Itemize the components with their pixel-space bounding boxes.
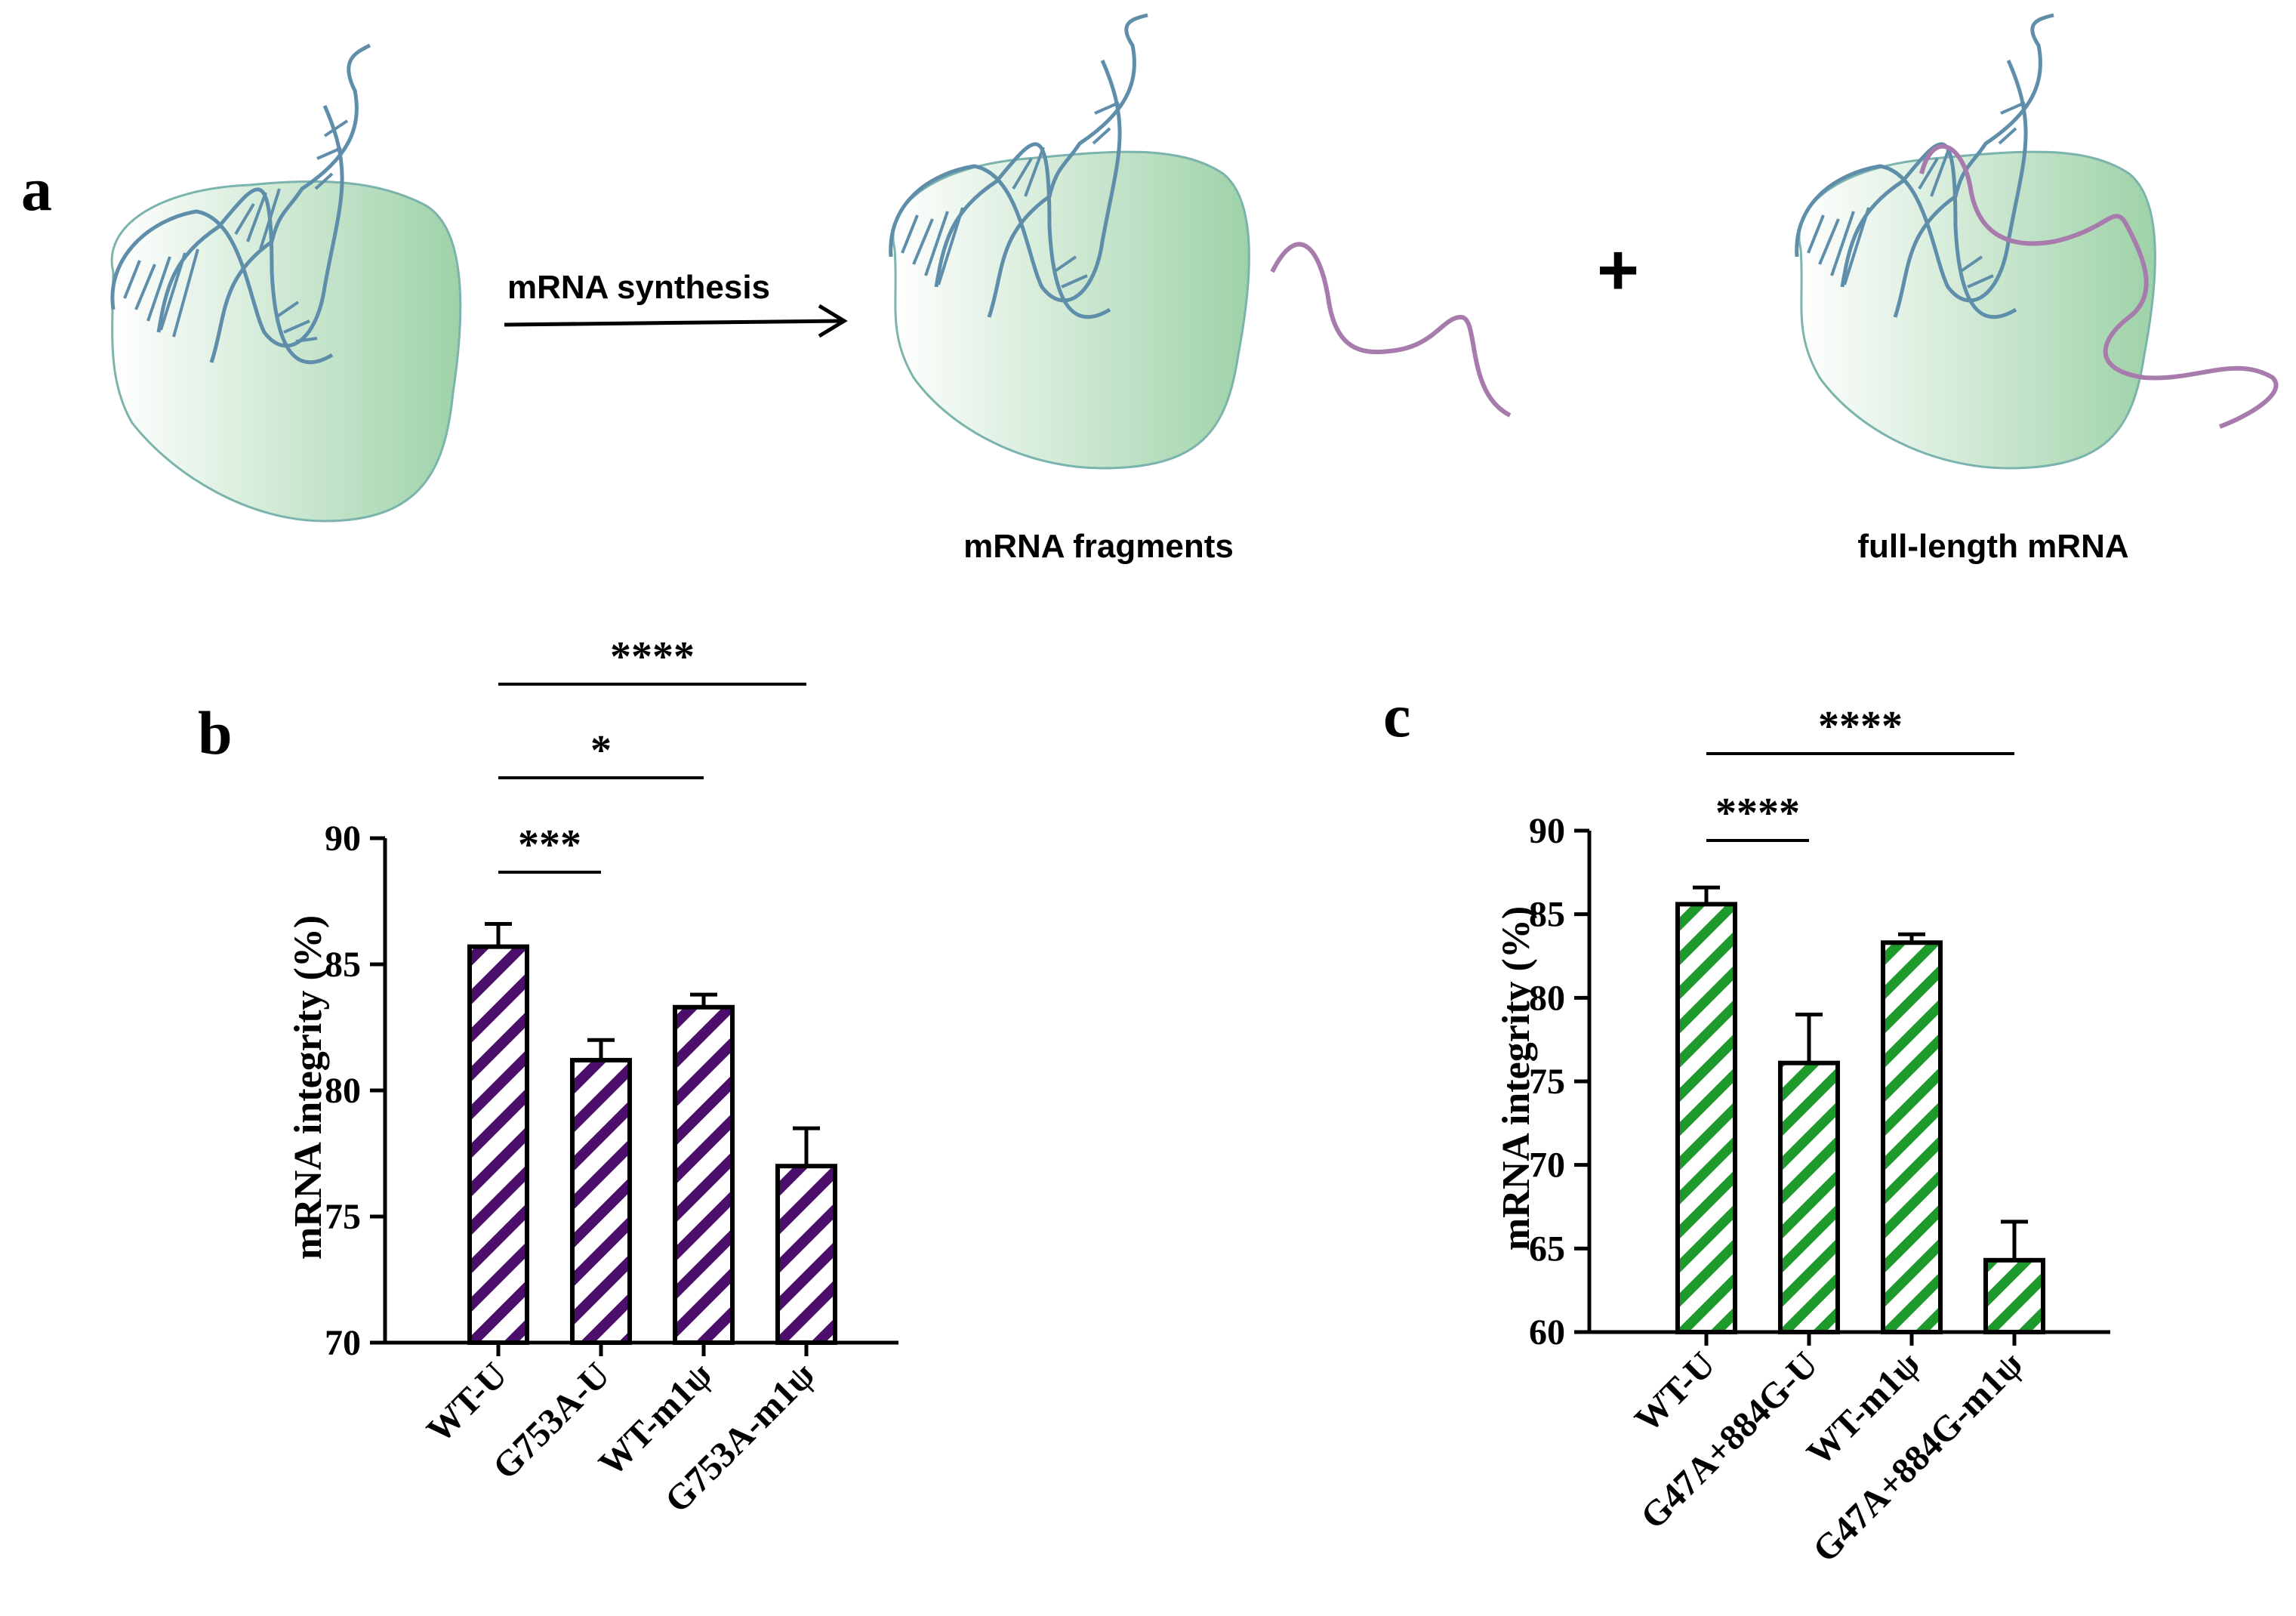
bar-G753A-m1ψ xyxy=(775,1164,837,1345)
y-tick-label: 90 xyxy=(1529,811,1565,851)
significance-label: **** xyxy=(610,634,695,680)
panel-c-y-axis-label: mRNA integrity (%) xyxy=(1495,906,1538,1251)
panel-a: a mRNA xyxy=(21,13,2279,565)
panel-c: c mRNA integrity (%) 60 65 70 75 80 85 90WT-UG… xyxy=(1383,681,2110,1570)
y-tick-label: 80 xyxy=(325,1071,361,1111)
bar-G753A-U xyxy=(570,1057,632,1346)
y-tick-label: 75 xyxy=(325,1197,361,1237)
mrna-fragment-strand xyxy=(1270,242,1512,418)
polymerase-fragment-illustration xyxy=(889,13,1512,470)
caption-mrna-fragments: mRNA fragments xyxy=(963,528,1234,565)
panel-b-y-axis-label: mRNA integrity (%) xyxy=(287,915,330,1260)
panel-b: b mRNA integrity (%) 7075808590WT-UG753A… xyxy=(198,634,898,1521)
panel-b-chart: 7075808590WT-UG753A-UWT-m1ψG753A-m1ψ****… xyxy=(325,634,898,1521)
polymerase-fulllength-illustration xyxy=(1795,13,2279,470)
y-tick-label: 70 xyxy=(325,1323,361,1363)
bar-WT-m1ψ xyxy=(673,1004,735,1346)
significance-label: *** xyxy=(518,822,581,868)
significance-label: * xyxy=(590,727,612,774)
synthesis-arrow xyxy=(504,304,848,338)
x-tick-label: WT-U xyxy=(419,1355,515,1451)
polymerase-blob xyxy=(110,180,462,523)
panel-b-label: b xyxy=(198,699,233,767)
x-tick-label: G47A+884G-U xyxy=(1633,1344,1826,1537)
bar-G47A+884G-m1ψ xyxy=(1983,1257,2045,1334)
significance-label: **** xyxy=(1818,703,1903,750)
bar-WT-U xyxy=(1675,902,1737,1335)
y-tick-label: 85 xyxy=(325,945,361,985)
caption-full-length-mrna: full-length mRNA xyxy=(1857,528,2128,565)
y-tick-label: 80 xyxy=(1529,978,1565,1018)
y-tick-label: 70 xyxy=(1529,1146,1565,1186)
mrna-fulllength-strand xyxy=(1919,143,2279,429)
panel-a-label: a xyxy=(21,155,52,224)
y-tick-label: 90 xyxy=(325,819,361,859)
y-tick-label: 85 xyxy=(1529,895,1565,935)
x-tick-label: WT-U xyxy=(1627,1344,1723,1440)
panel-c-label: c xyxy=(1383,681,1410,750)
bar-G47A+884G-U xyxy=(1778,1060,1840,1334)
significance-label: **** xyxy=(1715,790,1800,837)
arrow-label: mRNA synthesis xyxy=(507,269,770,306)
y-tick-label: 60 xyxy=(1529,1312,1565,1352)
bar-WT-U xyxy=(467,944,529,1345)
plus-sign: + xyxy=(1597,230,1639,310)
y-tick-label: 75 xyxy=(1529,1062,1565,1102)
panel-c-chart: 60657075808590WT-UG47A+884G-UWT-m1ψG47A+… xyxy=(1529,703,2110,1570)
y-tick-label: 65 xyxy=(1529,1229,1565,1269)
polymerase-template-illustration xyxy=(110,43,462,523)
bar-WT-m1ψ xyxy=(1881,940,1943,1334)
